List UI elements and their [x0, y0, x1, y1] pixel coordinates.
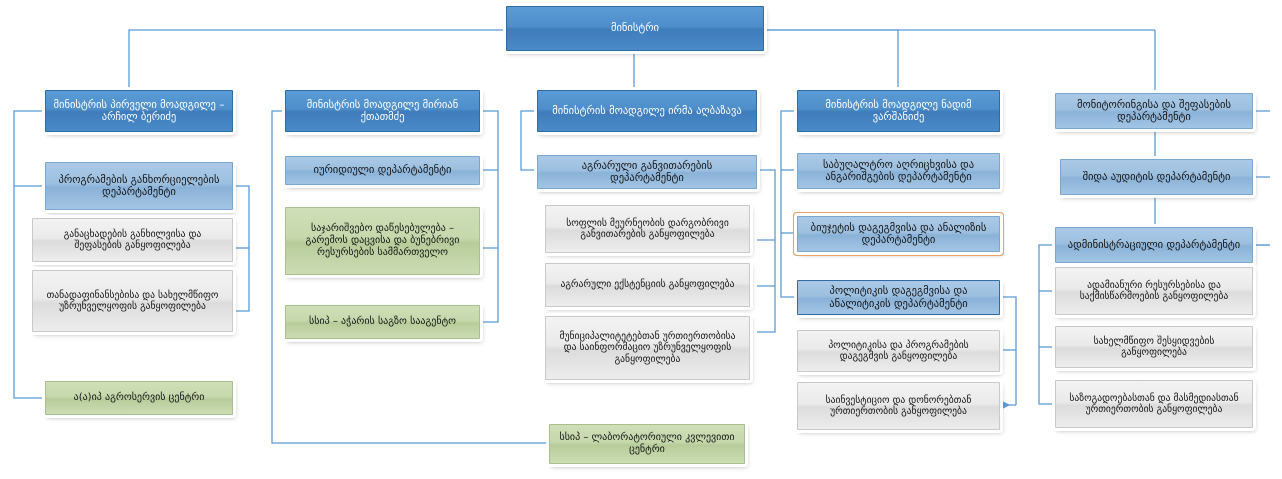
node-label: ბიუჯეტის დაგეგმვისა და ანალიზის დეპარტამ…: [810, 221, 987, 246]
node-label: აგრარული ექსტენციის განყოფილება: [560, 279, 735, 291]
node-legal-department[interactable]: იურიდიული დეპარტამენტი: [285, 156, 480, 185]
node-label: სახელმწიფო შესყიდვების განყოფილება: [1093, 335, 1215, 358]
node-agrarian-extension-division[interactable]: აგრარული ექსტენციის განყოფილება: [545, 263, 750, 307]
node-label: აგრარული განვითარების დეპარტამენტი: [581, 159, 713, 184]
node-laboratory-research-center[interactable]: სსიპ – ლაბორატორიული კვლევითი ცენტრი: [549, 424, 745, 464]
node-first-deputy-minister[interactable]: მინისტრის პირველი მოადგილე – არჩილ ბერიძ…: [45, 90, 233, 132]
node-label: მინისტრი: [611, 22, 659, 35]
node-accounting-reporting-department[interactable]: საბუღალტრო აღრიცხვისა და ანგარიშგების დე…: [797, 153, 1000, 189]
node-label: თანადაფინანსებისა და სახელმწიფო უზრუნველ…: [46, 289, 219, 312]
node-policy-programs-planning-division[interactable]: პოლიტიკისა და პროგრამების დაგეგმვის განყ…: [797, 330, 1000, 372]
node-label: საინვესტიციო და დონორებთან ურთიერთობის გ…: [825, 394, 972, 417]
node-label: მუნიციპალიტეტებთან ურთიერთობისა და საინფ…: [559, 331, 736, 365]
node-agroservice-center[interactable]: ა(ა)იპ აგროსერვის ცენტრი: [45, 381, 233, 415]
node-programs-implementation-department[interactable]: პროგრამების განხორციელების დეპარტამენტი: [45, 162, 233, 210]
node-label: პოლიტიკის დაგეგმვისა და ანალიტიკის დეპარ…: [829, 285, 968, 310]
node-applications-review-division[interactable]: განაცხადების განხილვისა და შეფასების გან…: [32, 218, 233, 262]
node-public-media-relations-division[interactable]: საზოგადოებასთან და მასმედიასთან ურთიერთო…: [1055, 380, 1253, 428]
node-label: მინისტრის მოადგილე მირიან ქთათმძე: [306, 98, 459, 123]
node-label: განაცხადების განხილვისა და შეფასების გან…: [63, 228, 202, 251]
node-rural-sectoral-development-division[interactable]: სოფლის მეურნეობის დარგობრივი განვითარები…: [545, 205, 750, 253]
node-label: მონიტორინგისა და შეფასების დეპარტამენტი: [1077, 98, 1231, 123]
node-investment-donor-relations-division[interactable]: საინვესტიციო და დონორებთან ურთიერთობის გ…: [797, 382, 1000, 430]
node-label: შიდა აუდიტის დეპარტამენტი: [1082, 170, 1231, 183]
node-municipalities-relations-division[interactable]: მუნიციპალიტეტებთან ურთიერთობისა და საინფ…: [545, 316, 750, 380]
node-label: პროგრამების განხორციელების დეპარტამენტი: [58, 173, 220, 198]
node-label: მინისტრის პირველი მოადგილე – არჩილ ბერიძ…: [53, 98, 225, 123]
node-minister[interactable]: მინისტრი: [506, 6, 764, 51]
node-adjara-road-agency[interactable]: სსიპ – აჭარის საგზო სააგენტო: [285, 305, 480, 339]
node-environment-protection-agency[interactable]: საჯარიშვებო დაწესებულება – გარემოს დაცვი…: [285, 207, 480, 275]
node-policy-planning-analytics-department[interactable]: პოლიტიკის დაგეგმვისა და ანალიტიკის დეპარ…: [797, 280, 1000, 315]
node-agrarian-development-department[interactable]: აგრარული განვითარების დეპარტამენტი: [537, 155, 757, 189]
node-monitoring-evaluation-department[interactable]: მონიტორინგისა და შეფასების დეპარტამენტი: [1055, 93, 1253, 129]
node-label: მინისტრის მოადგილე ირმა აღბაზავა: [552, 104, 742, 117]
node-hr-records-division[interactable]: ადამიანური რესურსებისა და საქმისწარმოები…: [1055, 267, 1253, 315]
node-label: სსიპ – აჭარის საგზო სააგენტო: [308, 316, 456, 328]
node-label: საზოგადოებასთან და მასმედიასთან ურთიერთო…: [1069, 392, 1239, 415]
node-label: მინისტრის მოადგილე ნადიმ ვარშანიძე: [825, 98, 972, 123]
node-label: სსიპ – ლაბორატორიული კვლევითი ცენტრი: [559, 432, 735, 455]
node-cofinancing-division[interactable]: თანადაფინანსებისა და სახელმწიფო უზრუნველ…: [32, 270, 233, 332]
node-label: ადმინისტრაციული დეპარტამენტი: [1067, 238, 1241, 251]
node-label: ადამიანური რესურსებისა და საქმისწარმოები…: [1079, 279, 1229, 302]
node-deputy-minister-mirian[interactable]: მინისტრის მოადგილე მირიან ქთათმძე: [285, 90, 480, 132]
node-label: სოფლის მეურნეობის დარგობრივი განვითარები…: [566, 217, 729, 240]
node-label: პოლიტიკისა და პროგრამების დაგეგმვის განყ…: [828, 339, 969, 362]
node-label: იურიდიული დეპარტამენტი: [313, 164, 452, 177]
node-administrative-department[interactable]: ადმინისტრაციული დეპარტამენტი: [1055, 227, 1253, 263]
node-label: საჯარიშვებო დაწესებულება – გარემოს დაცვი…: [305, 223, 460, 258]
node-label: ა(ა)იპ აგროსერვის ცენტრი: [73, 392, 205, 404]
node-label: საბუღალტრო აღრიცხვისა და ანგარიშგების დე…: [822, 158, 975, 183]
node-deputy-minister-irma[interactable]: მინისტრის მოადგილე ირმა აღბაზავა: [537, 90, 757, 132]
node-budget-planning-analysis-department[interactable]: ბიუჯეტის დაგეგმვისა და ანალიზის დეპარტამ…: [797, 216, 1000, 252]
node-deputy-minister-nadim[interactable]: მინისტრის მოადგილე ნადიმ ვარშანიძე: [797, 90, 1000, 132]
node-internal-audit-department[interactable]: შიდა აუდიტის დეპარტამენტი: [1060, 159, 1253, 195]
node-public-procurement-division[interactable]: სახელმწიფო შესყიდვების განყოფილება: [1055, 326, 1253, 368]
